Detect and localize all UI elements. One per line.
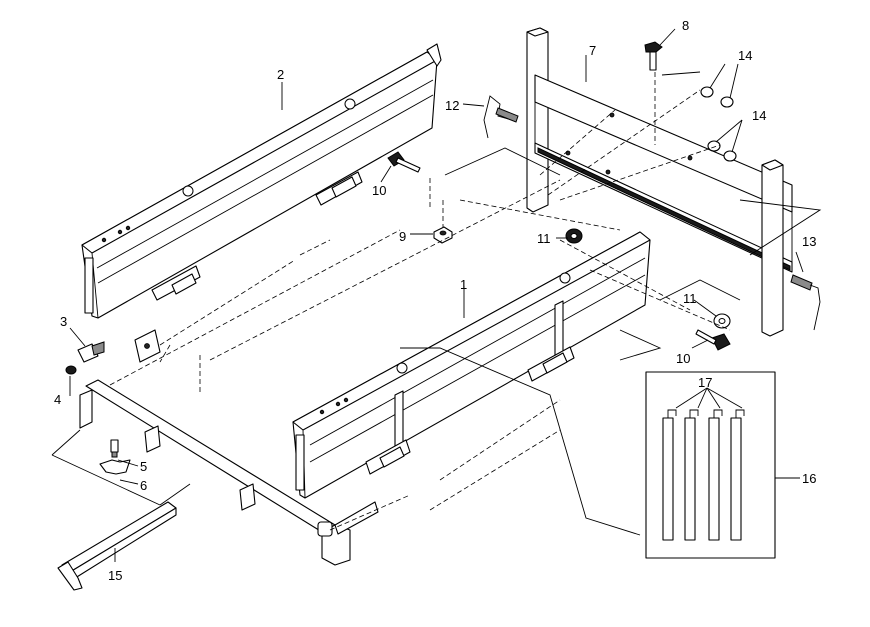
side-rail-1 [292,231,651,499]
bracket-3 [77,329,161,363]
bolt-10a [387,151,421,173]
nut-4 [65,365,77,375]
bolt-5 [110,439,119,458]
bolt-10b [695,329,731,351]
side-rail-2 [81,43,442,319]
callout-12: 12 [445,98,459,113]
callout-5: 5 [140,459,147,474]
callout-7: 7 [589,43,596,58]
hinge-1b [527,346,575,382]
callout-17: 17 [698,375,712,390]
hinge-2b [315,171,363,206]
leader-lines [51,28,822,562]
callout-8: 8 [682,18,689,33]
callout-4: 4 [54,392,61,407]
callout-13: 13 [802,234,816,249]
bar-15 [57,501,177,591]
callout-16: 16 [802,471,816,486]
callout-3: 3 [60,314,67,329]
callouts: 1 2 3 4 5 6 7 8 9 10 10 11 11 12 13 14 1… [54,18,816,583]
stake-kit-16 [645,371,776,559]
callout-11b: 11 [683,291,697,306]
front-gate-7 [526,27,793,337]
callout-10b: 10 [676,351,690,366]
hinge-2a [151,265,201,301]
callout-1: 1 [460,277,467,292]
hinge-1a [365,439,411,475]
floor-frame [79,379,379,566]
nuts-14-upper [700,86,734,108]
callout-14b: 14 [752,108,766,123]
washer-11a [565,228,583,244]
callout-10a: 10 [372,183,386,198]
pin-13 [790,274,821,331]
callout-15: 15 [108,568,122,583]
callout-2: 2 [277,67,284,82]
washer-11b [713,313,731,329]
nut-9 [433,226,453,244]
callout-9: 9 [399,229,406,244]
stakes-17 [662,409,745,541]
callout-11a: 11 [537,231,551,246]
pin-12 [483,95,519,139]
wing-nut-6 [99,459,131,475]
callout-14a: 14 [738,48,752,63]
assembly-lines [109,72,731,531]
bolt-8 [644,41,663,71]
callout-6: 6 [140,478,147,493]
nuts-14-lower [707,140,737,162]
